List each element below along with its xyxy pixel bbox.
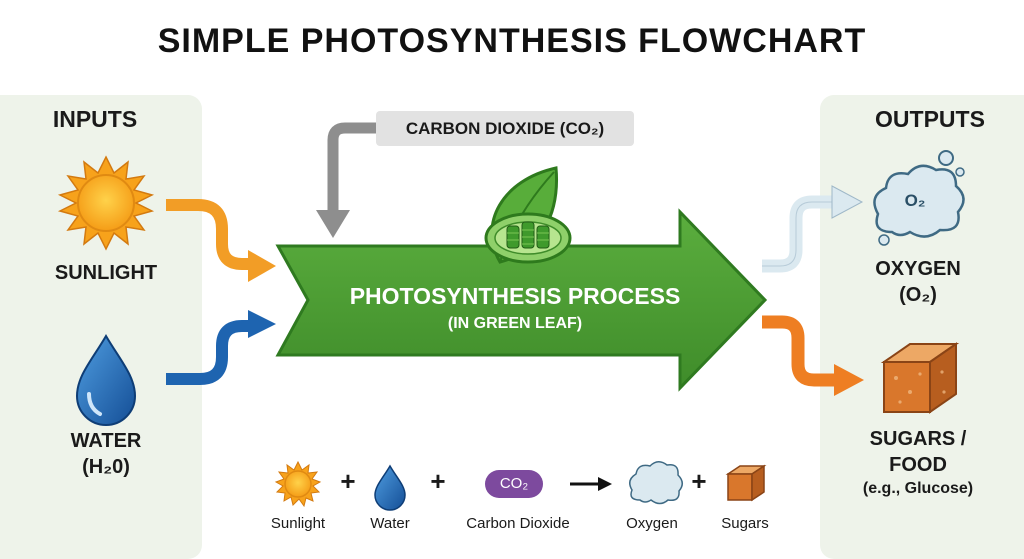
- equation-sugars: Sugars: [721, 515, 769, 532]
- co2-input-arrow: [316, 122, 376, 238]
- sun-icon: [57, 155, 155, 251]
- oxygen-label: OXYGEN: [875, 258, 961, 280]
- equation-plus: +: [691, 466, 707, 496]
- equation-arrow-icon: [570, 477, 612, 491]
- equation-water-icon: [374, 464, 406, 511]
- equation-plus: +: [430, 466, 446, 496]
- equation-sunlight: Sunlight: [270, 515, 326, 532]
- co2-pill: CO₂: [485, 470, 543, 498]
- sugars-label: SUGARS /: [869, 428, 967, 450]
- equation-plus: +: [340, 466, 356, 496]
- outputs-heading: OUTPUTS: [875, 106, 985, 132]
- equation-sugar-icon: [725, 464, 767, 502]
- water-formula: (H₂0): [82, 456, 130, 478]
- carbon-dioxide-label: CARBON DIOXIDE (CO₂): [376, 111, 634, 146]
- water-arrow: [166, 310, 276, 385]
- sugars-arrow: [762, 315, 864, 396]
- page-title: SIMPLE PHOTOSYNTHESIS FLOWCHART: [157, 22, 867, 60]
- sunlight-arrow: [166, 199, 276, 282]
- equation-sun-icon: [274, 460, 322, 508]
- equation-oxygen-icon: [629, 461, 683, 505]
- water-label: WATER: [70, 430, 142, 452]
- oxygen-formula: (O₂): [899, 284, 937, 306]
- water-drop-icon: [75, 334, 137, 426]
- glucose-example: (e.g., Glucose): [862, 480, 974, 497]
- oxygen-icon-text: O₂: [904, 191, 926, 210]
- chloroplast-icon: [484, 212, 572, 264]
- oxygen-arrow: [762, 185, 864, 273]
- inputs-heading: INPUTS: [52, 106, 138, 132]
- process-arrow: [275, 208, 768, 392]
- oxygen-bubbles-icon: [873, 150, 965, 246]
- equation-carbon-dioxide: Carbon Dioxide: [466, 515, 570, 532]
- sugar-cube-icon: [880, 342, 960, 414]
- process-title: PHOTOSYNTHESIS PROCESS: [349, 283, 681, 309]
- equation-water: Water: [370, 515, 410, 532]
- equation-oxygen: Oxygen: [626, 515, 678, 532]
- food-label: FOOD: [889, 454, 947, 476]
- process-subtitle: (IN GREEN LEAF): [447, 315, 583, 332]
- sunlight-label: SUNLIGHT: [54, 262, 158, 284]
